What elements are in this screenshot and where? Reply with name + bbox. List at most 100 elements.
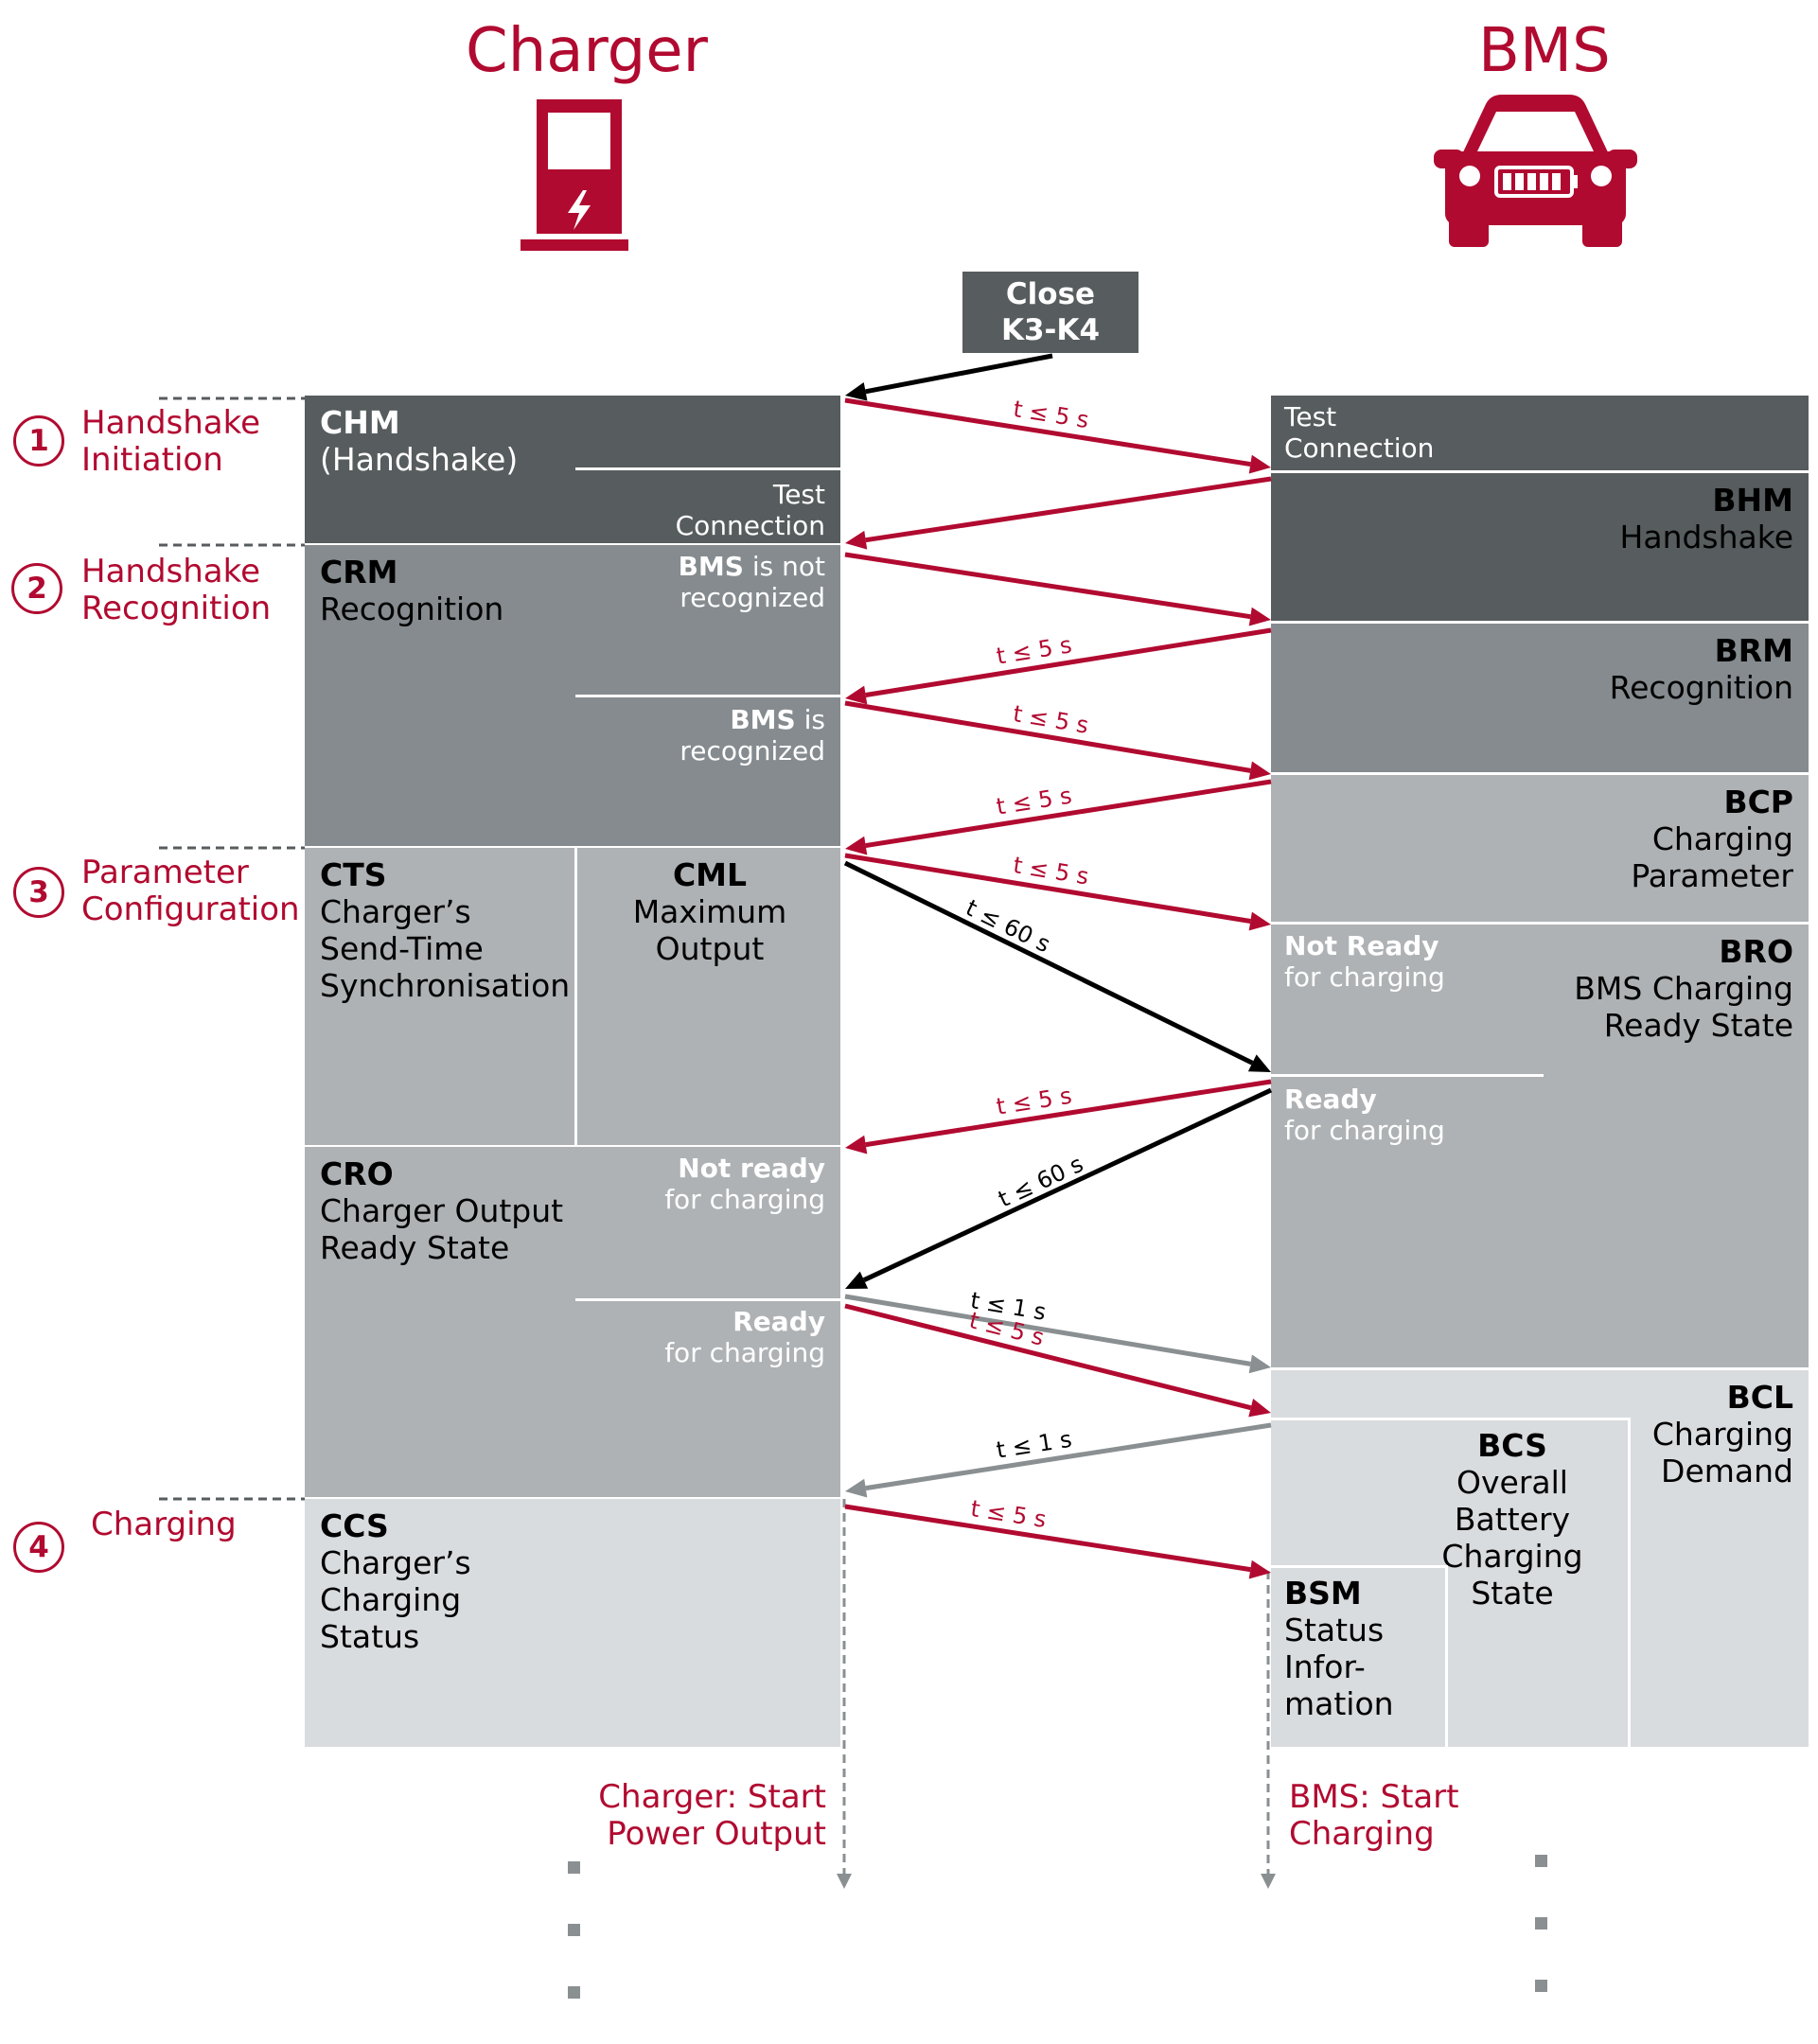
bhm-block: BHM Handshake xyxy=(1271,473,1809,621)
divider xyxy=(574,848,577,1145)
ccs-code: CCS xyxy=(320,1507,389,1544)
cro-ready-rest: for charging xyxy=(664,1337,825,1368)
bcs-code: BCS xyxy=(1477,1427,1547,1464)
divider xyxy=(575,1298,840,1301)
divider xyxy=(575,467,840,470)
crm-not-recognized: BMS is not recognized xyxy=(679,551,825,613)
phase-dashed-leaders xyxy=(159,396,1270,1874)
bcp-code: BCP xyxy=(1723,784,1793,820)
divider xyxy=(1271,1565,1448,1568)
message-arrowhead-11 xyxy=(845,1271,869,1289)
message-arrowhead-7 xyxy=(845,836,868,855)
message-arrowhead-5 xyxy=(845,685,868,705)
divider xyxy=(1271,1418,1631,1420)
close-k3-k4-box: Close K3-K4 xyxy=(962,272,1138,353)
chm-block: CHM (Handshake) Test Connection xyxy=(305,396,840,543)
message-arrowhead-1 xyxy=(845,382,868,401)
cts-desc: Charger’s Send-Time Synchronisation xyxy=(320,893,571,1004)
continuation-dot xyxy=(1535,1917,1547,1929)
crm-recognized-bold: BMS xyxy=(730,704,796,735)
cro-not-ready-bold: Not ready xyxy=(678,1153,825,1184)
brm-block: BRM Recognition xyxy=(1271,624,1809,772)
message-arrowhead-14 xyxy=(845,1478,868,1498)
bcp-block: BCP Charging Parameter xyxy=(1271,775,1809,922)
message-arrowhead-6 xyxy=(1248,761,1271,781)
charger-timeline-arrowhead xyxy=(837,1874,852,1889)
brm-code: BRM xyxy=(1714,632,1793,669)
charger-start-note: Charger: Start Power Output xyxy=(598,1778,826,1853)
message-arrowhead-15 xyxy=(1248,1559,1271,1579)
divider xyxy=(1628,1418,1631,1747)
message-arrow-6 xyxy=(844,700,1251,773)
crm-recognized-rest: is recognized xyxy=(680,704,825,766)
phase-3-badge: 3 xyxy=(13,867,64,918)
message-arrow-5 xyxy=(865,627,1272,697)
phase-4-badge: 4 xyxy=(13,1522,64,1573)
bro-code: BRO xyxy=(1719,933,1793,970)
message-arrowhead-13 xyxy=(1248,1398,1271,1418)
message-arrowhead-3 xyxy=(845,530,868,550)
brm-desc: Recognition xyxy=(1609,669,1793,706)
message-arrowhead-12 xyxy=(1248,1354,1271,1374)
phase-2-label: Handshake Recognition xyxy=(81,553,272,627)
cml-desc: Maximum Output xyxy=(632,893,787,967)
bms-test-connection-block: Test Connection xyxy=(1271,396,1809,470)
bhm-desc: Handshake xyxy=(1619,519,1793,555)
divider xyxy=(575,695,840,697)
bcl-desc: Charging Demand xyxy=(1651,1416,1793,1489)
divider xyxy=(1445,1565,1448,1747)
cro-not-ready-rest: for charging xyxy=(664,1184,825,1215)
ccs-block: CCS Charger’s Charging Status xyxy=(305,1499,840,1747)
cro-ready-bold: Ready xyxy=(732,1306,825,1337)
message-arrowhead-9 xyxy=(1247,1054,1271,1072)
crm-not-recognized-bold: BMS xyxy=(678,551,744,582)
message-arrow-4 xyxy=(844,552,1251,620)
chm-desc: (Handshake) xyxy=(320,441,519,478)
message-arrowhead-2 xyxy=(1248,454,1271,474)
bms-start-note: BMS: Start Charging xyxy=(1289,1778,1459,1853)
message-arrow-1 xyxy=(865,353,1053,395)
message-arrow-10 xyxy=(865,1079,1272,1148)
message-arrow-8 xyxy=(844,853,1251,924)
phase-1-label: Handshake Initiation xyxy=(81,404,261,479)
bcs-desc: Overall Battery Charging State xyxy=(1441,1464,1583,1612)
bro-not-ready-rest: for charging xyxy=(1284,961,1445,993)
continuation-dot xyxy=(1535,1980,1547,1992)
crm-block: CRM Recognition BMS is not recognized BM… xyxy=(305,545,840,846)
bms-timeline-arrowhead xyxy=(1261,1874,1276,1889)
message-arrowhead-8 xyxy=(1248,911,1271,931)
bsm-code: BSM xyxy=(1284,1575,1362,1612)
message-arrowhead-10 xyxy=(845,1135,868,1154)
bro-ready-rest: for charging xyxy=(1284,1115,1445,1146)
chm-code: CHM xyxy=(320,404,400,441)
bcl-block: BCL Charging Demand BCS Overall Battery … xyxy=(1271,1370,1809,1747)
bcl-code: BCL xyxy=(1726,1379,1793,1416)
divider xyxy=(1271,1074,1544,1077)
message-arrow-9 xyxy=(843,860,1254,1066)
phase-2-badge: 2 xyxy=(11,563,62,614)
message-arrow-14 xyxy=(865,1422,1272,1491)
bms-title: BMS xyxy=(1478,16,1611,86)
cts-cml-block: CTS Charger’s Send-Time Synchronisation … xyxy=(305,848,840,1145)
cro-desc: Charger Output Ready State xyxy=(320,1192,564,1266)
bhm-code: BHM xyxy=(1712,482,1793,519)
phase-4-label: Charging xyxy=(91,1506,237,1543)
message-arrow-11 xyxy=(862,1087,1273,1282)
crm-code: CRM xyxy=(320,554,398,590)
cro-block: CRO Charger Output Ready State Not ready… xyxy=(305,1147,840,1497)
cro-code: CRO xyxy=(320,1155,394,1192)
crm-recognized: BMS is recognized xyxy=(680,704,825,766)
bms-test-connection: Test Connection xyxy=(1284,401,1435,464)
bro-desc: BMS Charging Ready State xyxy=(1574,970,1793,1044)
car-with-battery-icon xyxy=(1434,93,1637,249)
crm-not-recognized-rest: is not recognized xyxy=(680,551,825,613)
message-arrowhead-4 xyxy=(1248,607,1271,626)
bsm-desc: Status Infor- mation xyxy=(1284,1612,1394,1722)
